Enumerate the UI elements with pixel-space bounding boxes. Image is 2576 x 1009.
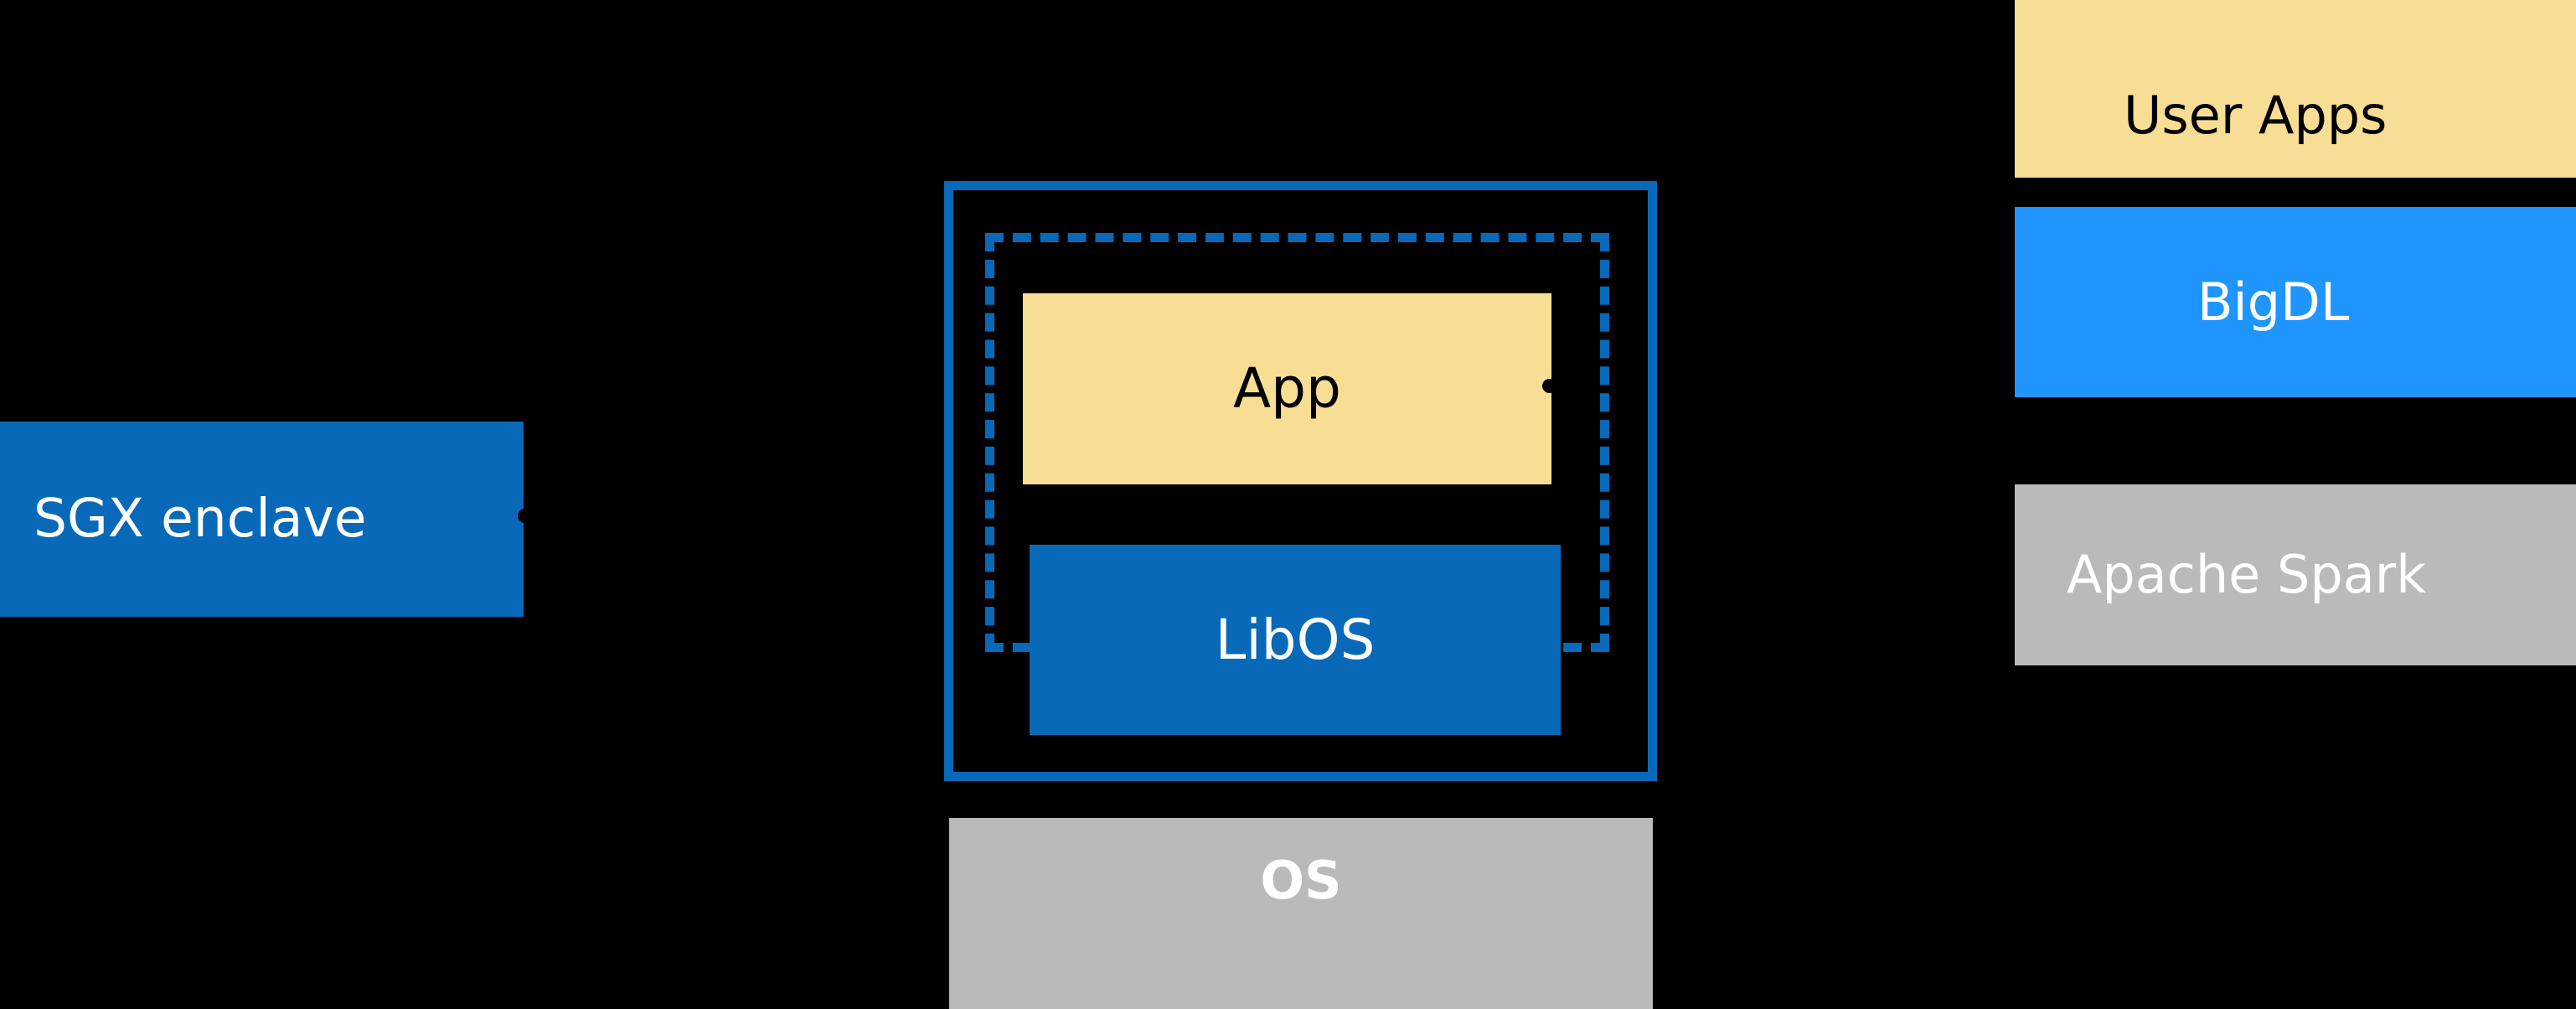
libos-label: LibOS: [1215, 607, 1376, 672]
enclave-outer-frame: [944, 181, 1657, 781]
sgx-enclave-box: SGX enclave: [0, 422, 524, 617]
apache-spark-label: Apache Spark: [2067, 544, 2427, 606]
bigdl-box: BigDL: [2015, 207, 2576, 397]
user-apps-box: User Apps: [2015, 0, 2576, 178]
app-box: App: [1023, 293, 1551, 484]
sgx-enclave-label: SGX enclave: [34, 488, 367, 550]
bigdl-label: BigDL: [2197, 271, 2350, 333]
libos-box: LibOS: [1030, 545, 1561, 735]
arrow-head-icon-app: [1542, 379, 1556, 393]
arrow-head-icon-sgx: [518, 509, 532, 523]
apache-spark-box: Apache Spark: [2015, 484, 2576, 665]
app-label: App: [1233, 356, 1341, 422]
os-label: OS: [1260, 850, 1342, 911]
user-apps-label: User Apps: [2124, 84, 2388, 146]
os-box: OS: [949, 818, 1653, 1009]
